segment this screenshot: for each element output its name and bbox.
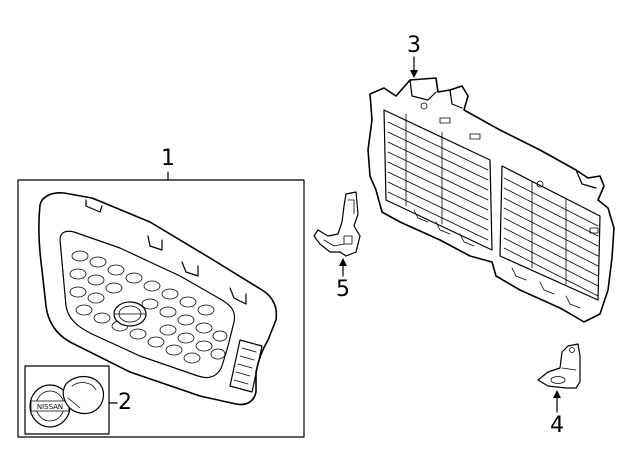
clip-bracket [313, 191, 361, 257]
part-2-frame [24, 365, 110, 435]
part-3-arrow [410, 70, 418, 78]
emblem-text: NISSAN [37, 403, 63, 411]
part-5-arrow [339, 258, 347, 266]
callout-5: 5 [336, 277, 350, 302]
air-guide-frame [367, 77, 615, 323]
emblem: NISSAN [29, 375, 105, 428]
part-4-arrow [553, 390, 561, 398]
callout-2: 2 [118, 390, 132, 415]
grille-assembly [38, 192, 278, 406]
callout-1: 1 [161, 146, 175, 171]
callout-3: 3 [407, 33, 421, 58]
part-1-frame [17, 179, 305, 438]
bracket [537, 343, 581, 389]
callout-4: 4 [550, 413, 564, 438]
